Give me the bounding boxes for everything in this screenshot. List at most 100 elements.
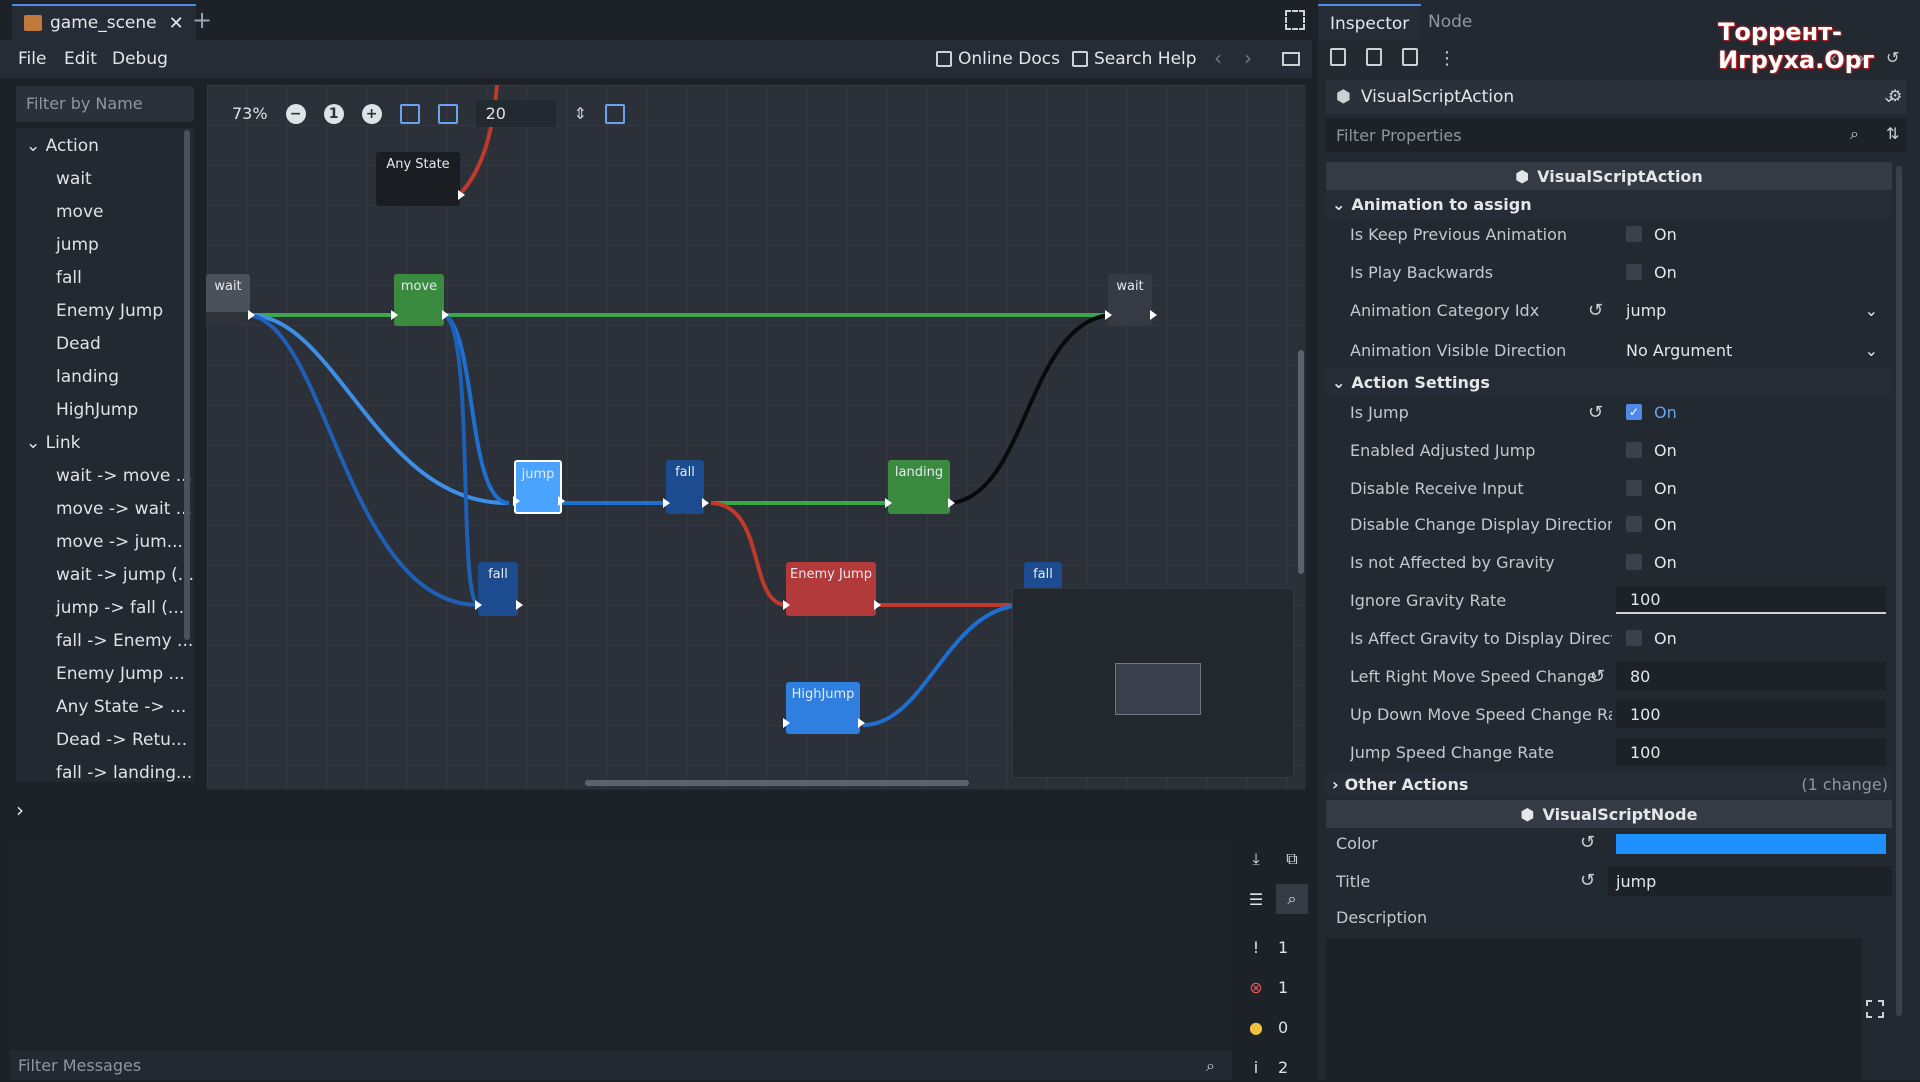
output-port[interactable] [558, 496, 565, 506]
node-wait-2[interactable]: wait [1105, 274, 1157, 326]
close-icon[interactable]: ✕ [168, 12, 184, 34]
output-port[interactable] [442, 310, 449, 320]
revert-icon[interactable]: ↺ [1590, 665, 1606, 687]
checkbox[interactable] [1626, 404, 1642, 420]
object-props-icon[interactable]: ⚙ [1888, 86, 1903, 105]
show-grid-icon[interactable] [437, 103, 458, 124]
color-picker[interactable] [1616, 834, 1886, 854]
copy-icon[interactable]: ⧉ [1286, 849, 1298, 868]
fullscreen-icon[interactable] [1285, 10, 1305, 30]
tree-item[interactable]: move [56, 202, 103, 222]
add-tab-icon[interactable]: + [192, 6, 213, 34]
info-icon[interactable]: i [1253, 1057, 1259, 1077]
tree-scrollbar[interactable] [184, 130, 190, 640]
output-port[interactable] [248, 310, 255, 320]
history-back-icon[interactable]: ‹ [1830, 48, 1838, 69]
gravity-rate-slider[interactable]: 100 [1616, 586, 1886, 614]
node-wait[interactable]: wait [206, 274, 255, 326]
output-port[interactable] [702, 498, 709, 508]
minimap-toggle-icon[interactable] [604, 103, 625, 124]
message-icon[interactable]: ! [1252, 937, 1260, 957]
history-forward-icon[interactable]: › [1858, 48, 1866, 69]
output-port[interactable] [516, 600, 523, 610]
tree-item[interactable]: Enemy Jump [56, 301, 163, 321]
snap-grid-icon[interactable] [399, 103, 420, 124]
more-icon[interactable]: ⋮ [1438, 48, 1456, 69]
tree-item[interactable]: move -> wait ... [56, 499, 192, 519]
ud-speed-field[interactable]: 100 [1616, 700, 1886, 728]
node-any-state[interactable]: Any State [376, 152, 465, 206]
checkbox[interactable] [1626, 516, 1642, 532]
input-port[interactable] [1105, 310, 1112, 320]
spinner-icon[interactable]: ⇕ [573, 104, 587, 123]
node-fall[interactable]: fall [663, 460, 709, 514]
revert-icon[interactable]: ↺ [1588, 299, 1604, 321]
node-fall-2[interactable]: fall [475, 562, 523, 616]
input-port[interactable] [391, 310, 398, 320]
jump-speed-field[interactable]: 100 [1616, 738, 1886, 766]
graph-h-scrollbar[interactable] [585, 780, 969, 786]
tree-item[interactable]: Any State -> ... [56, 697, 186, 717]
tree-item[interactable]: Enemy Jump ... [56, 664, 185, 684]
node-jump[interactable]: jump [513, 460, 565, 514]
filter-options-icon[interactable]: ⇅ [1886, 124, 1900, 143]
title-field[interactable]: jump [1608, 866, 1892, 896]
prop-checkbox[interactable]: On [1616, 624, 1886, 652]
output-port[interactable] [948, 498, 955, 508]
menu-edit[interactable]: Edit [64, 49, 97, 69]
online-docs-button[interactable]: Online Docs [936, 49, 1060, 69]
tree-item[interactable]: move -> jum... [56, 532, 183, 552]
input-port[interactable] [663, 498, 670, 508]
group-other-actions[interactable]: › Other Actions (1 change) [1326, 770, 1892, 798]
tree-item[interactable]: Dead [56, 334, 101, 354]
snap-value-field[interactable]: 20 [475, 100, 556, 127]
prop-checkbox[interactable]: On [1616, 510, 1886, 538]
output-port[interactable] [458, 190, 465, 200]
revert-icon[interactable]: ↺ [1580, 832, 1596, 853]
revert-icon[interactable]: ↺ [1580, 870, 1596, 891]
save-icon[interactable] [1402, 48, 1418, 66]
search-toggle-icon[interactable]: ⌕ [1276, 884, 1308, 914]
node-move[interactable]: move [391, 274, 449, 326]
zoom-in-icon[interactable]: + [361, 103, 382, 124]
group-animation-to-assign[interactable]: ⌄ Animation to assign [1326, 190, 1892, 218]
resource-selector[interactable]: ⬢ VisualScriptAction ⌄ [1326, 80, 1906, 114]
open-folder-icon[interactable] [1366, 48, 1382, 66]
checkbox[interactable] [1626, 554, 1642, 570]
expand-icon[interactable] [1866, 1000, 1884, 1018]
tree-item[interactable]: landing [56, 367, 119, 387]
nav-back-icon[interactable]: ‹ [1214, 46, 1222, 70]
chevron-down-icon[interactable]: ⌄ [1881, 87, 1896, 107]
graph-minimap[interactable] [1012, 588, 1294, 778]
tree-item[interactable]: fall -> landing... [56, 763, 192, 783]
tree-item[interactable]: jump -> fall (... [56, 598, 184, 618]
revert-icon[interactable]: ↺ [1588, 401, 1604, 423]
anim-category-select[interactable]: jump⌄ [1616, 296, 1886, 324]
anim-direction-select[interactable]: No Argument⌄ [1616, 336, 1886, 364]
tree-group[interactable]: ⌄ Action [26, 136, 99, 156]
input-port[interactable] [513, 496, 520, 506]
menu-file[interactable]: File [18, 49, 47, 69]
history-icon[interactable]: ↺ [1886, 48, 1900, 67]
graph-v-scrollbar[interactable] [1298, 350, 1304, 574]
window-icon[interactable] [1282, 52, 1300, 66]
clear-log-icon[interactable]: ⤓ [1252, 849, 1260, 868]
new-resource-icon[interactable] [1330, 48, 1346, 66]
warning-icon[interactable]: ● [1249, 1017, 1263, 1037]
checkbox[interactable] [1626, 480, 1642, 496]
search-icon[interactable]: ⌕ [1206, 1056, 1215, 1075]
checkbox[interactable] [1626, 630, 1642, 646]
output-port[interactable] [874, 600, 881, 610]
prop-checkbox[interactable]: On [1616, 398, 1886, 426]
tree-item[interactable]: wait -> jump (... [56, 565, 194, 585]
search-help-button[interactable]: Search Help [1072, 49, 1197, 69]
collapse-icon[interactable]: ☰ [1248, 889, 1264, 909]
prop-checkbox[interactable]: On [1616, 474, 1886, 502]
output-port[interactable] [1150, 310, 1157, 320]
tab-node[interactable]: Node [1428, 12, 1473, 32]
filter-properties-input[interactable]: Filter Properties [1326, 118, 1906, 152]
input-port[interactable] [885, 498, 892, 508]
filter-messages-input[interactable]: Filter Messages [10, 1050, 1232, 1080]
zoom-reset-icon[interactable]: 1 [323, 103, 344, 124]
tree-item[interactable]: fall -> Enemy ... [56, 631, 193, 651]
